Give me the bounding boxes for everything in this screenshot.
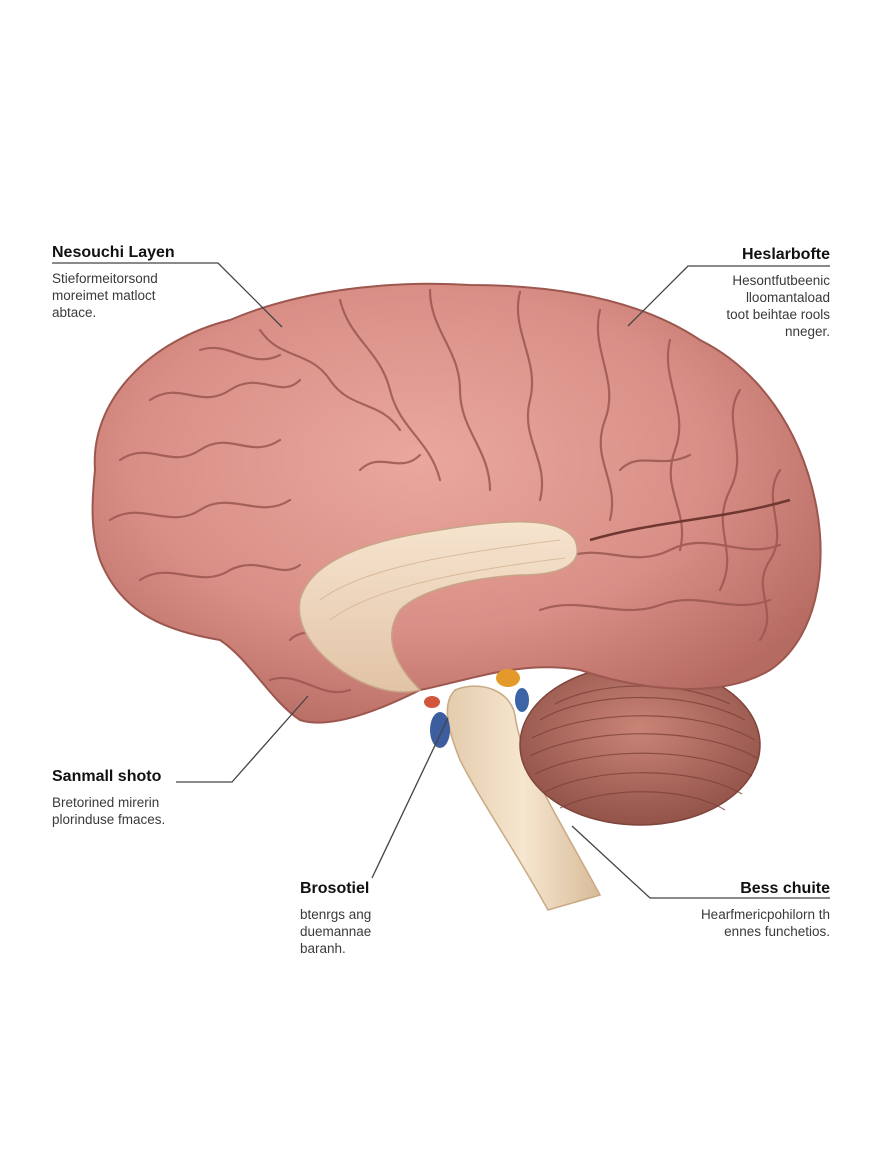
label-line: plorinduse fmaces.: [52, 812, 166, 827]
label-line: moreimet matloct: [52, 288, 156, 303]
label-line: lloomantaload: [745, 290, 830, 305]
label-mid-left-title: Sanmall shoto: [52, 768, 162, 785]
label-line: ennes funchetios.: [724, 924, 830, 939]
label-top-right-title: Heslarbofte: [741, 246, 830, 263]
label-line: Bretorined mirerin: [52, 795, 160, 810]
label-bottom-center-title: Brosotiel: [300, 880, 370, 897]
label-line: Stieformeitorsond: [52, 271, 158, 286]
label-line: Hesontfutbeenic: [732, 273, 830, 288]
label-line: baranh.: [300, 941, 346, 956]
corpus-callosum: [298, 521, 578, 693]
leader-line-bottom-center: [371, 717, 449, 879]
label-line: abtace.: [52, 305, 97, 320]
label-bottom-center-desc: btenrgs ang duemannae baranh.: [300, 906, 371, 957]
vessel-red-icon: [424, 696, 440, 708]
label-line: duemannae: [300, 924, 372, 939]
label-top-right: Heslarbofte Hesontfutbeenic lloomantaloa…: [726, 246, 830, 340]
label-line: btenrgs ang: [300, 907, 372, 922]
label-bottom-right-desc: Hearfmericpohilorn th ennes funchetios.: [701, 906, 830, 940]
label-top-left: Nesouchi Layen Stieformeitorsond moreime…: [52, 244, 175, 321]
corpus-callosum-fibers: [319, 539, 566, 621]
label-bottom-right-title: Bess chuite: [740, 880, 830, 897]
lateral-sulcus: [589, 498, 791, 542]
leader-line-bottom-right: [571, 825, 830, 899]
label-mid-left: Sanmall shoto Bretorined mirerin plorind…: [52, 768, 165, 828]
leader-line-top-left: [52, 262, 283, 328]
leader-line-mid-left: [176, 695, 309, 783]
label-top-left-desc: Stieformeitorsond moreimet matloct abtac…: [52, 270, 175, 321]
label-top-left-title: Nesouchi Layen: [52, 244, 175, 261]
vessel-orange-icon: [496, 669, 520, 687]
label-bottom-right: Bess chuite Hearfmericpohilorn th ennes …: [701, 880, 830, 940]
label-mid-left-desc: Bretorined mirerin plorinduse fmaces.: [52, 794, 165, 828]
label-line: nneger.: [784, 324, 830, 339]
label-line: Hearfmericpohilorn th: [700, 907, 830, 922]
label-bottom-center: Brosotiel btenrgs ang duemannae baranh.: [300, 880, 371, 957]
cortex-sulci: [108, 288, 782, 693]
cerebrum: [91, 282, 822, 724]
vessel-blue-icon: [430, 712, 450, 748]
leader-lines: [52, 262, 830, 899]
label-top-right-desc: Hesontfutbeenic lloomantaload toot beiht…: [726, 272, 830, 340]
leader-line-top-right: [627, 265, 830, 327]
label-line: toot beihtae rools: [726, 307, 830, 322]
vessel-blue-icon-2: [515, 688, 529, 712]
brainstem: [446, 685, 602, 911]
cerebellum-folia: [529, 685, 758, 811]
